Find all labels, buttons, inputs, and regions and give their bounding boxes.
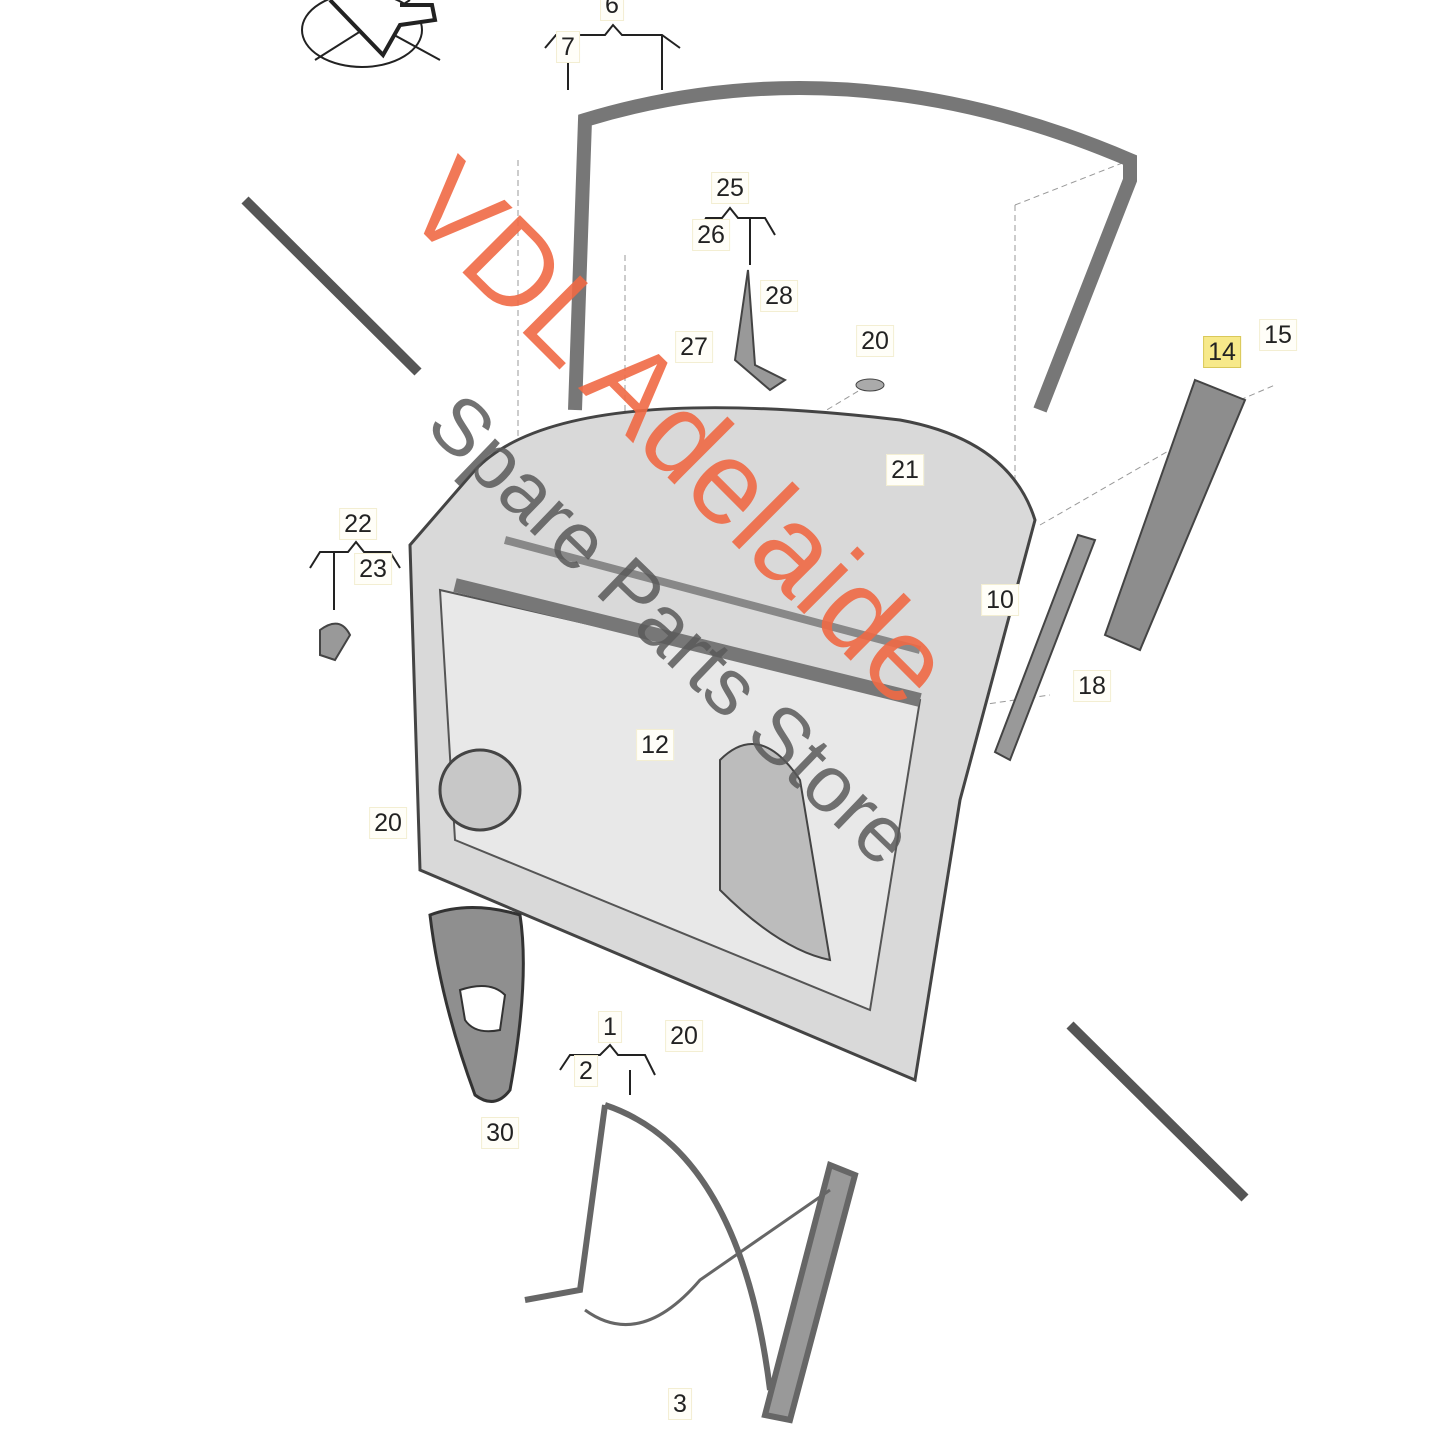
part-label: 20 <box>369 807 407 839</box>
part-label: 30 <box>481 1117 519 1149</box>
part-label: 22 <box>339 508 377 540</box>
part-label: 21 <box>886 454 924 486</box>
part-label: 18 <box>1073 670 1111 702</box>
part-label: 23 <box>354 553 392 585</box>
part-label: 1 <box>598 1011 622 1043</box>
part-label: 28 <box>760 280 798 312</box>
part-label-highlighted: 14 <box>1203 336 1241 368</box>
part-label: 12 <box>636 729 674 761</box>
part-label: 15 <box>1259 319 1297 351</box>
part-label: 7 <box>556 31 580 63</box>
part-label: 6 <box>600 0 624 21</box>
part-label: 10 <box>981 584 1019 616</box>
part-label: 20 <box>856 325 894 357</box>
part-label: 25 <box>711 172 749 204</box>
orientation-symbol-icon <box>301 0 441 68</box>
part-label: 27 <box>675 331 713 363</box>
part-label: 20 <box>665 1020 703 1052</box>
part-label: 3 <box>668 1388 692 1420</box>
part-label: 2 <box>574 1055 598 1087</box>
part-label: 26 <box>692 219 730 251</box>
